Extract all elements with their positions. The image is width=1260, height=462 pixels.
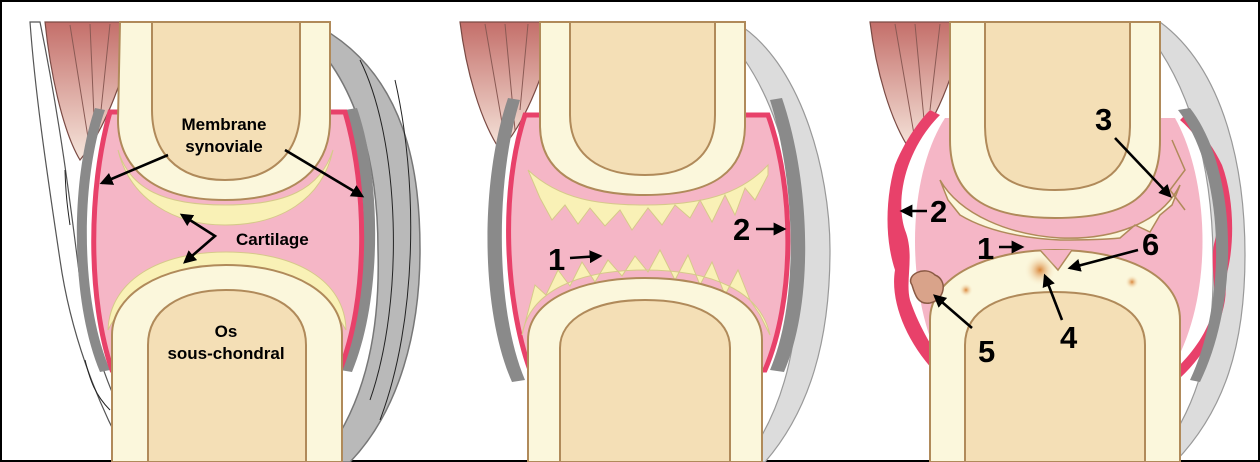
label-cartilage: Cartilage [236,230,309,249]
number-6: 6 [1142,227,1159,262]
upper-bone-marrow [570,22,715,175]
number-1: 1 [977,231,994,266]
number-5: 5 [978,334,995,369]
number-2: 2 [930,194,947,229]
label-membrane-line1: Membrane [181,115,266,134]
lower-bone-marrow [148,290,306,462]
number-3: 3 [1095,102,1112,137]
number-4: 4 [1060,320,1078,355]
label-membrane-line2: synoviale [185,137,263,156]
upper-bone-marrow [152,22,300,180]
subchondral-cyst-large [1024,254,1056,286]
number-1: 1 [548,242,565,277]
subchondral-cyst-small-left [959,283,973,297]
label-bone-line1: Os [215,322,238,341]
number-2: 2 [733,212,750,247]
lower-bone-marrow [560,300,730,462]
label-bone-line2: sous-chondral [167,344,284,363]
lower-bone-marrow [965,292,1145,462]
subchondral-cyst-small-right [1125,275,1139,289]
